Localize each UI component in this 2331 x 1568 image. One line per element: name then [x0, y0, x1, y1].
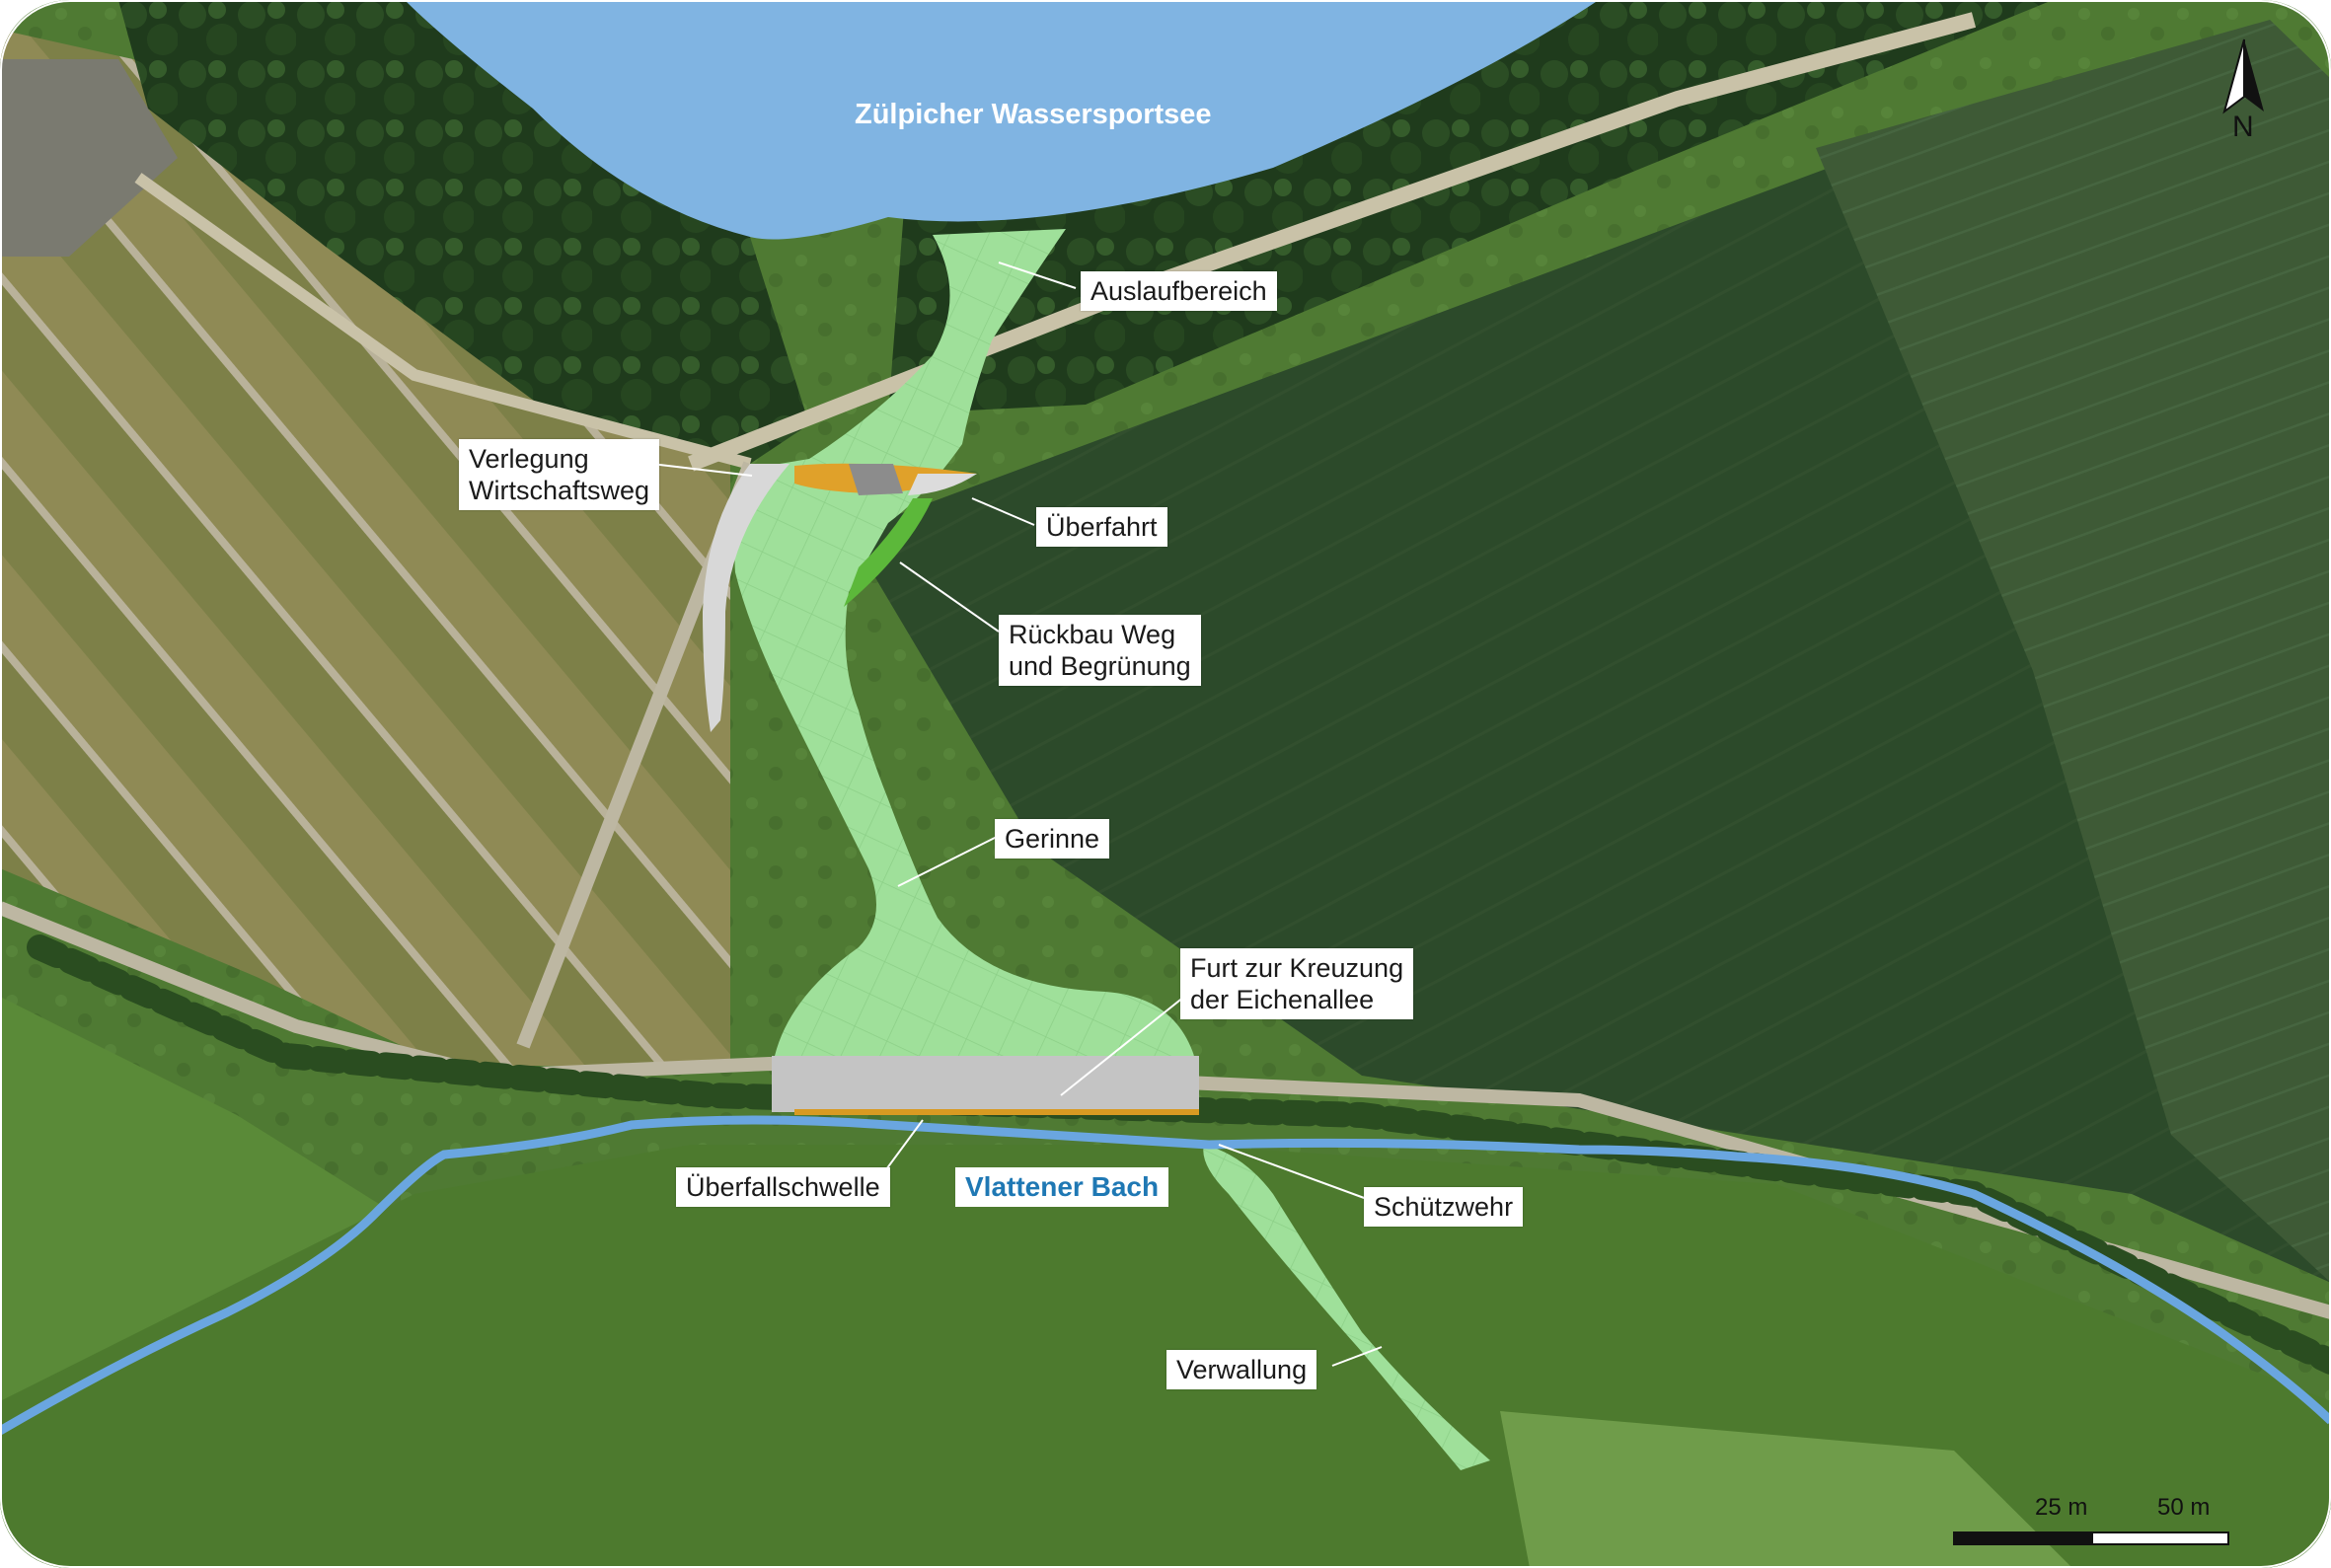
- scale-segment-1: [1953, 1531, 2091, 1545]
- ford-surface: [772, 1056, 1199, 1112]
- leader-lines: [650, 261, 1383, 1367]
- label-verwallung: Verwallung: [1166, 1350, 1317, 1389]
- scale-bar: 25 m 50 m: [1949, 1490, 2235, 1549]
- relocated-farm-path: [703, 464, 790, 732]
- north-arrow-icon: [2222, 38, 2264, 114]
- label-verlegung-wirtschaftsweg: Verlegung Wirtschaftsweg: [459, 439, 660, 510]
- label-schuetzwehr: Schützwehr: [1364, 1187, 1524, 1227]
- scale-tick-50: 50 m: [2157, 1494, 2211, 1521]
- label-ueberfallschwelle: Überfallschwelle: [676, 1167, 890, 1207]
- label-rueckbau-weg: Rückbau Weg und Begrünung: [999, 615, 1201, 686]
- parking-area: [0, 30, 730, 1066]
- scale-segment-2: [2091, 1531, 2229, 1545]
- label-auslaufbereich: Auslaufbereich: [1081, 271, 1277, 311]
- southeast-meadow: [1500, 1411, 2072, 1568]
- embankment: [1203, 1145, 1490, 1470]
- forest-west: [118, 0, 809, 464]
- eichenallee-road: [0, 901, 2331, 1319]
- wheat-field: [1816, 20, 2331, 1283]
- north-label: N: [2232, 111, 2254, 143]
- gerinne-area: [734, 229, 1194, 1056]
- label-gerinne: Gerinne: [995, 819, 1110, 859]
- removed-path-greening: [844, 498, 933, 607]
- label-furt: Furt zur Kreuzung der Eichenallee: [1180, 948, 1414, 1019]
- overflow-sill: [794, 1109, 1199, 1115]
- crossing-ramp: [908, 474, 977, 495]
- scale-tick-25: 25 m: [2035, 1494, 2088, 1521]
- crossing-deck: [849, 464, 903, 495]
- lake: [405, 0, 1599, 240]
- lake-label: Zülpicher Wassersportsee: [855, 99, 1212, 130]
- camping-area: [0, 59, 178, 257]
- north-path: [134, 173, 752, 470]
- stream-label: Vlattener Bach: [955, 1167, 1169, 1207]
- label-ueberfahrt: Überfahrt: [1036, 507, 1167, 547]
- stream: [0, 1115, 2331, 1435]
